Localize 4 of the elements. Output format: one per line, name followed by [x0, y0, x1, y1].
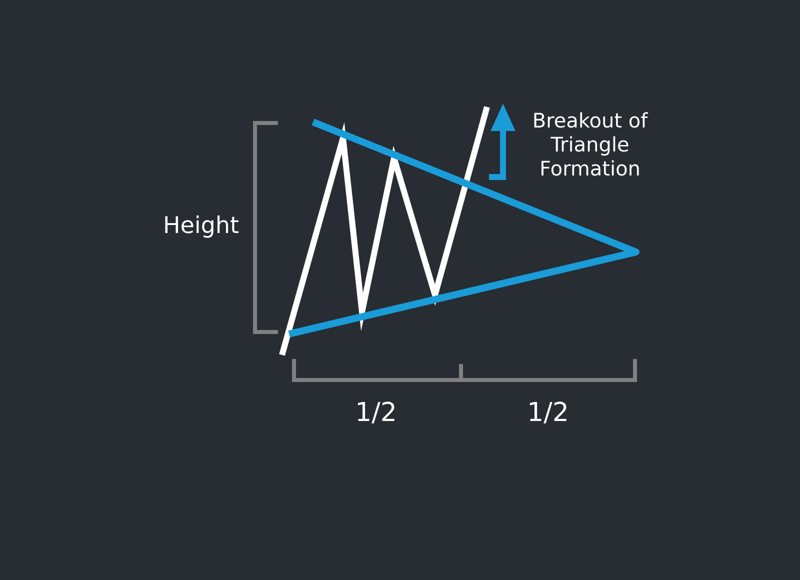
- annotation-text: Breakout of Triangle Formation: [534, 112, 648, 176]
- dimension-label: 1/2: [530, 402, 566, 424]
- dimension-label: 1/2: [358, 402, 394, 424]
- dimension-label: Height: [165, 216, 238, 238]
